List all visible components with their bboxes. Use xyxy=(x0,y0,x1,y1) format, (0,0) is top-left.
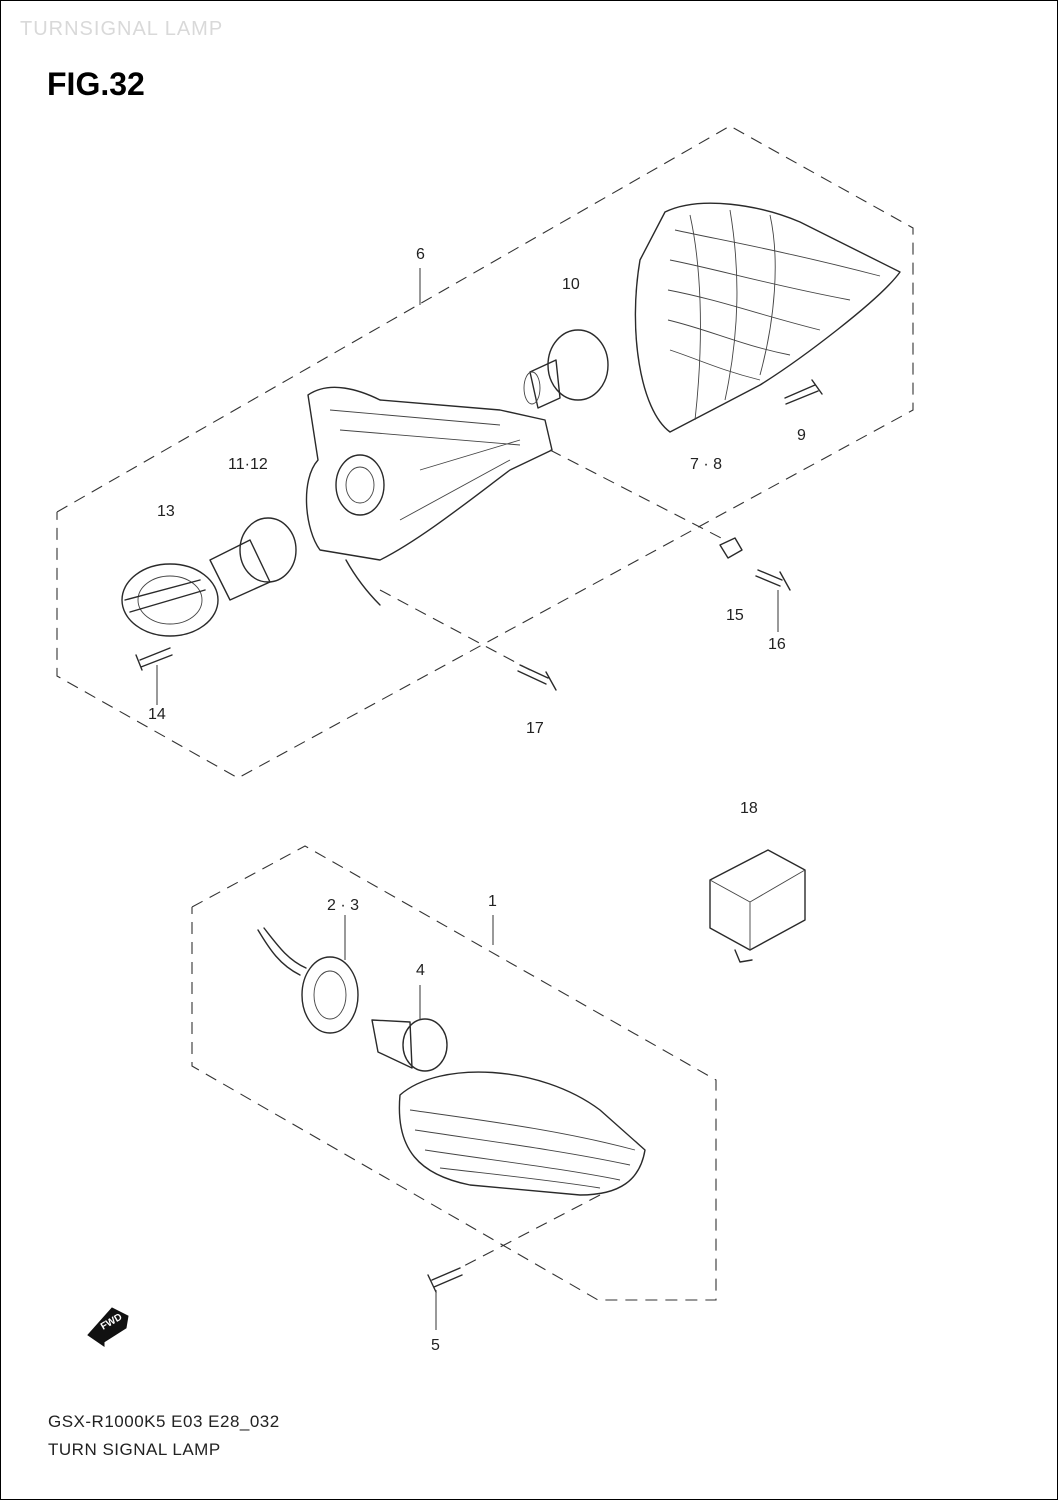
callout-11-12: 11·12 xyxy=(228,456,268,473)
axis-lower xyxy=(379,589,531,671)
mount-screw-part xyxy=(755,569,791,591)
axis-upper xyxy=(549,449,726,541)
lower-bulb-part xyxy=(371,1018,448,1072)
fwd-arrow-icon: FWD xyxy=(87,1307,129,1347)
upper-assembly-outline xyxy=(56,125,914,779)
lower-lens-part xyxy=(398,1071,646,1196)
lower-screw-part xyxy=(427,1267,463,1293)
callout-1: 1 xyxy=(488,893,497,910)
callout-15: 15 xyxy=(726,607,744,624)
callout-16: 16 xyxy=(768,636,786,653)
callout-2-3: 2 · 3 xyxy=(327,897,360,914)
callout-18: 18 xyxy=(740,800,758,817)
upper-housing-part xyxy=(305,386,553,606)
callout-6: 6 xyxy=(416,246,425,263)
figure-label: FIG.32 xyxy=(47,66,145,102)
callout-14: 14 xyxy=(148,706,166,723)
lower-socket-part xyxy=(257,927,359,1034)
callout-17: 17 xyxy=(526,720,544,737)
model-code: GSX-R1000K5 E03 E28_032 xyxy=(48,1412,280,1431)
housing-screw-part xyxy=(517,664,557,691)
callout-13: 13 xyxy=(157,503,175,520)
socket-screw-part xyxy=(135,647,173,671)
watermark-title: TURNSIGNAL LAMP xyxy=(20,18,224,40)
callout-9: 9 xyxy=(797,427,806,444)
callout-5: 5 xyxy=(431,1337,440,1354)
axis-lower-lens xyxy=(459,1194,601,1269)
lens-screw-part xyxy=(784,379,823,405)
callout-7-8: 7 · 8 xyxy=(690,456,723,473)
diagram-caption: TURN SIGNAL LAMP xyxy=(48,1440,221,1459)
upper-bulb-part xyxy=(523,329,609,409)
relay-part xyxy=(709,849,806,963)
nut-part xyxy=(719,537,743,559)
callout-10: 10 xyxy=(562,276,580,293)
callout-4: 4 xyxy=(416,962,425,979)
upper-socket-part xyxy=(121,517,297,637)
lower-assembly-outline xyxy=(191,845,717,1301)
front-lens-part xyxy=(634,202,901,433)
